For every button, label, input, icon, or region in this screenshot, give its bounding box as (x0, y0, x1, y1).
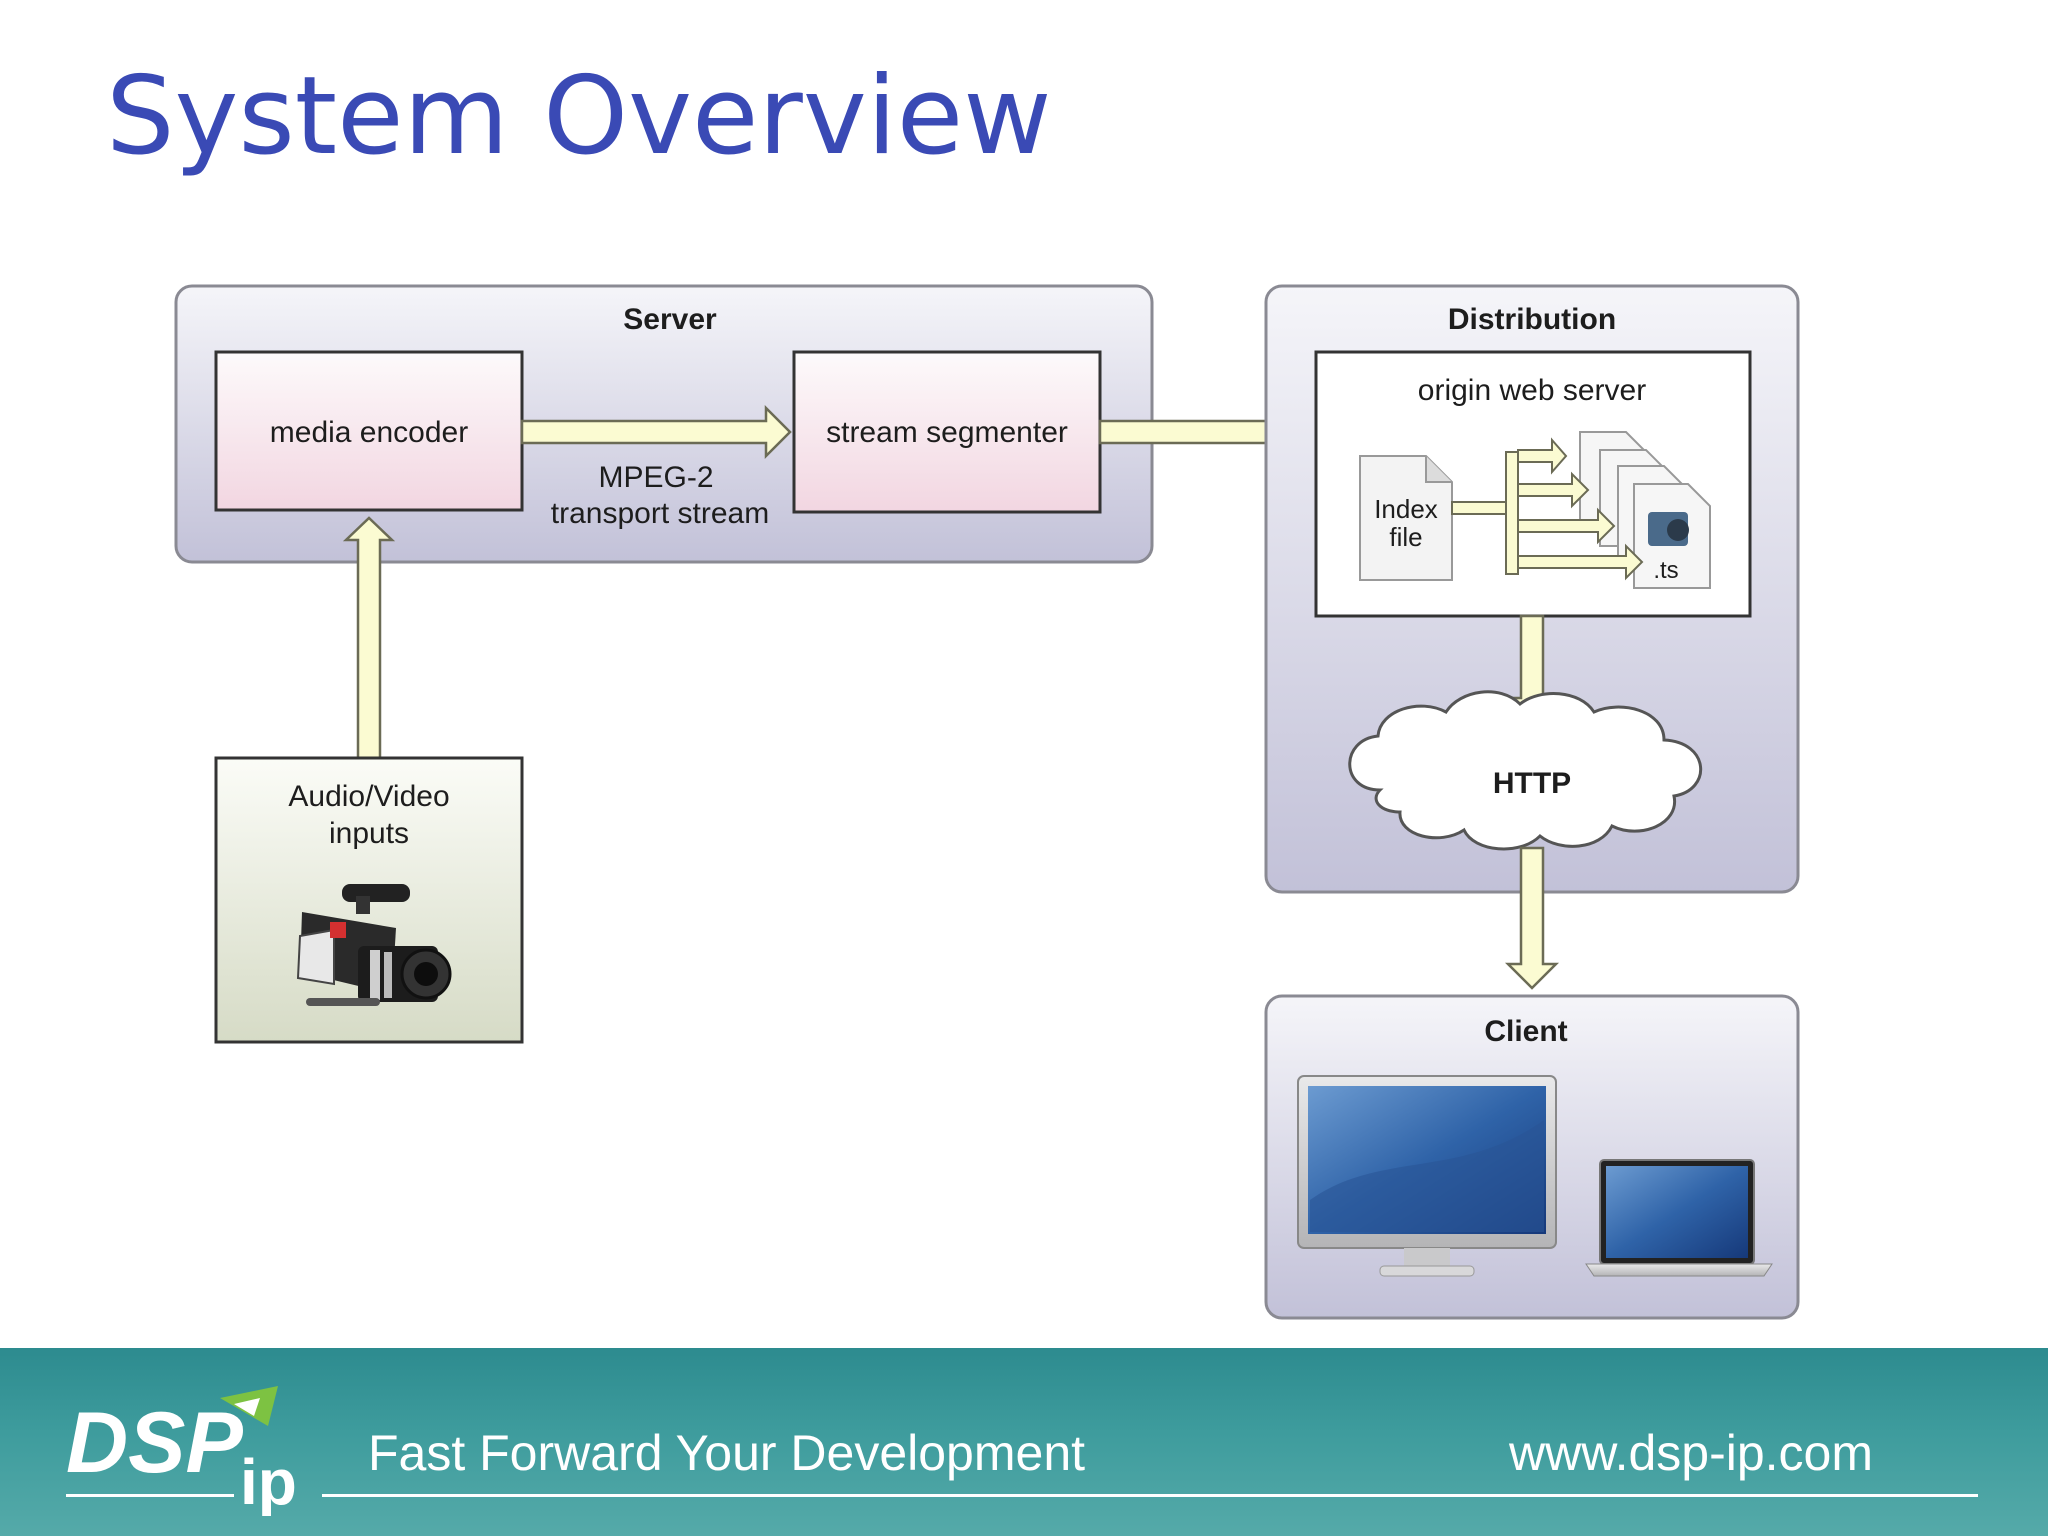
distribution-title: Distribution (1448, 303, 1616, 336)
slide-title: System Overview (106, 54, 1052, 179)
transport-label-line1: MPEG-2 (598, 461, 713, 494)
index-file-line2: file (1389, 522, 1422, 552)
video-camera-icon (296, 884, 452, 1006)
server-title: Server (623, 303, 717, 336)
index-to-segments-arrows (1451, 437, 1644, 581)
index-file-icon: Index file (1359, 455, 1453, 581)
ts-segment-files: .ts (1579, 431, 1711, 589)
ts-segment-label: .ts (1653, 557, 1678, 584)
footer-url-link[interactable]: www.dsp-ip.com (1509, 1425, 1873, 1481)
inputs-to-encoder-arrow (342, 516, 396, 760)
index-file-line1: Index (1374, 494, 1438, 524)
footer-tagline: Fast Forward Your Development (368, 1425, 1086, 1481)
footer-bar: DSP ip Fast Forward Your Development www… (0, 1348, 2048, 1536)
stream-segmenter-box: stream segmenter (792, 350, 1102, 514)
av-inputs-box: Audio/Video inputs (214, 756, 524, 1044)
media-encoder-box: media encoder (214, 350, 524, 512)
logo-text-sub: ip (240, 1446, 297, 1516)
transport-label-line2: transport stream (551, 497, 769, 530)
http-to-client-arrow (1504, 846, 1560, 990)
footer-divider-line (322, 1494, 1978, 1497)
inputs-title-line1: Audio/Video (288, 780, 449, 813)
http-cloud-icon: HTTP (1348, 690, 1702, 851)
laptop-icon (1585, 1159, 1773, 1277)
stream-segmenter-label: stream segmenter (826, 416, 1068, 449)
inputs-title-line2: inputs (329, 817, 409, 850)
system-overview-diagram: Server media encoder stream segmenter MP… (174, 284, 1800, 1320)
client-title: Client (1484, 1015, 1567, 1048)
dsp-ip-logo: DSP ip (66, 1386, 297, 1516)
origin-web-server-label: origin web server (1418, 374, 1646, 407)
http-label: HTTP (1493, 767, 1571, 800)
desktop-monitor-icon (1297, 1075, 1557, 1277)
encoder-to-segmenter-arrow (520, 404, 792, 460)
media-encoder-label: media encoder (270, 416, 468, 449)
logo-text-main: DSP (66, 1395, 243, 1491)
